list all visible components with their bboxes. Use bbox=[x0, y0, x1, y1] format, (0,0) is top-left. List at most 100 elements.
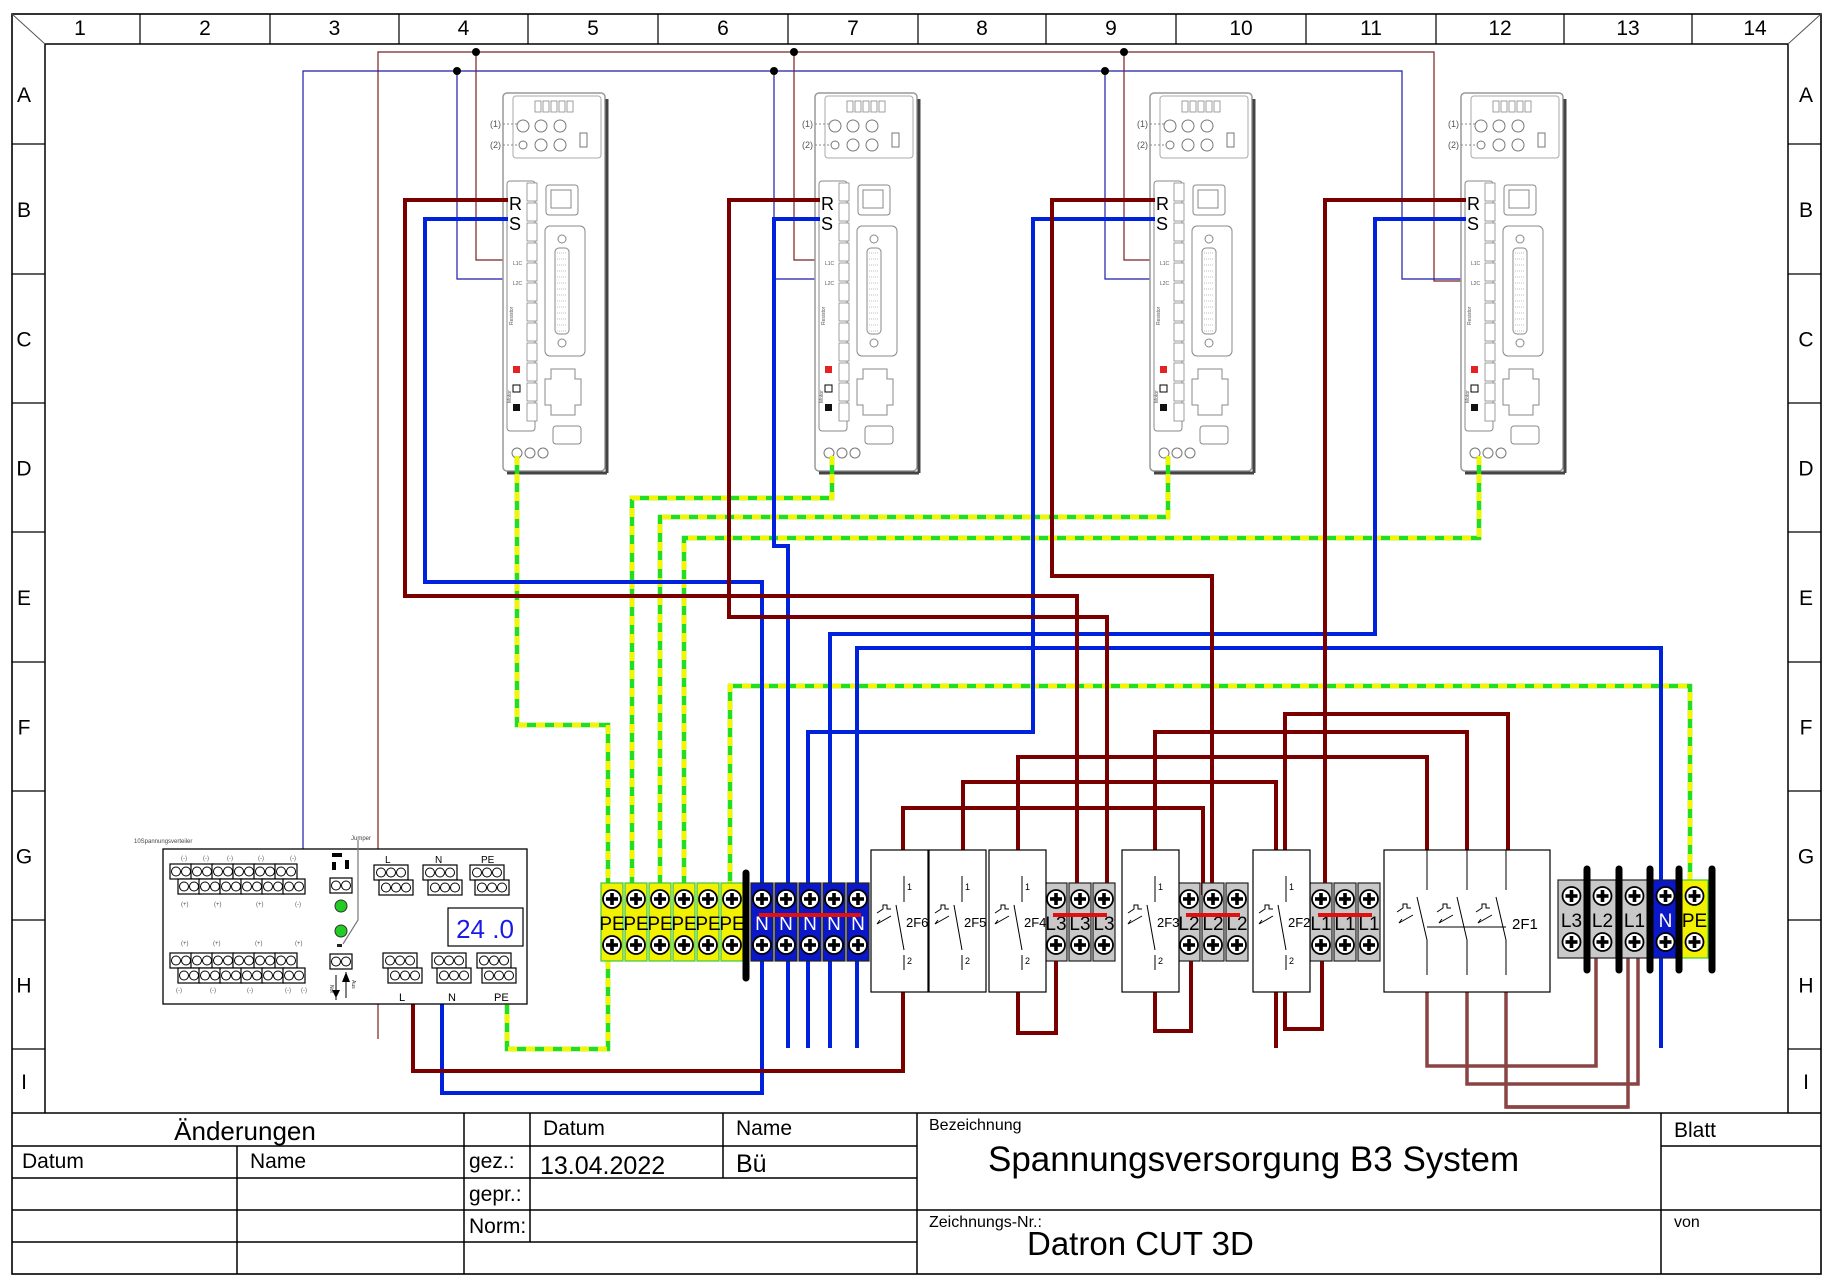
drive-button[interactable] bbox=[1200, 138, 1214, 152]
psu-l-wire[interactable] bbox=[411, 960, 905, 1073]
2f4-output-wire[interactable] bbox=[1016, 960, 1058, 1035]
drive-button[interactable] bbox=[534, 138, 548, 152]
drive1-l2c-wire[interactable] bbox=[456, 71, 508, 280]
main-terminal[interactable]: N bbox=[1651, 879, 1680, 959]
drive2-l-wire[interactable] bbox=[727, 198, 1109, 895]
drive4-l-wire[interactable] bbox=[1323, 198, 1466, 895]
terminal[interactable]: L1 bbox=[1357, 882, 1381, 962]
drive-button[interactable] bbox=[553, 138, 567, 152]
screw-icon bbox=[1655, 886, 1676, 906]
drive2-pe-wire[interactable] bbox=[629, 456, 835, 890]
screw-icon bbox=[1359, 889, 1379, 909]
terminal[interactable]: PE bbox=[647, 882, 673, 962]
l2c-label: L2C bbox=[825, 281, 835, 287]
breaker-2f1[interactable]: 2F1 bbox=[1383, 849, 1551, 993]
drive-button[interactable] bbox=[553, 119, 567, 133]
terminal[interactable]: PE bbox=[623, 882, 649, 962]
drive4-n-wire[interactable] bbox=[828, 217, 1466, 1048]
terminal[interactable]: L3 bbox=[1068, 882, 1092, 962]
drive-button[interactable] bbox=[865, 138, 879, 152]
drive-button[interactable] bbox=[1474, 119, 1488, 133]
2f2-feed-wire[interactable] bbox=[1283, 712, 1510, 895]
control-bus-l-wire[interactable] bbox=[377, 51, 1461, 1039]
drive-button[interactable] bbox=[534, 119, 548, 133]
drive-button[interactable] bbox=[846, 138, 860, 152]
drive3-n-wire[interactable] bbox=[806, 217, 1155, 1048]
psu-bottom-l-label: L bbox=[399, 992, 405, 1004]
2f3-output-wire[interactable] bbox=[1153, 960, 1193, 1033]
main-l1-wire-b[interactable] bbox=[1506, 955, 1630, 1109]
terminal[interactable]: PE bbox=[671, 882, 697, 962]
drive-button[interactable] bbox=[1511, 119, 1525, 133]
motor-u-marker bbox=[513, 366, 520, 373]
terminal[interactable]: L1 bbox=[1333, 882, 1357, 962]
terminal[interactable]: L3 bbox=[1092, 882, 1116, 962]
terminal[interactable]: N bbox=[822, 882, 846, 962]
drive2-n-wire[interactable] bbox=[772, 217, 820, 1048]
terminal[interactable]: N bbox=[798, 882, 822, 962]
main-l1-wire[interactable] bbox=[1504, 990, 1628, 1109]
drive1-n-wire[interactable] bbox=[423, 217, 764, 1048]
drive1-l-wire[interactable] bbox=[403, 198, 1079, 895]
psu-n-wire[interactable] bbox=[440, 955, 764, 1095]
terminal[interactable]: N bbox=[750, 882, 774, 962]
drive-button[interactable] bbox=[1181, 119, 1195, 133]
terminal[interactable]: L2 bbox=[1201, 882, 1225, 962]
main-l2-wire[interactable] bbox=[1465, 955, 1640, 1086]
terminal[interactable]: L2 bbox=[1177, 882, 1201, 962]
screw-icon bbox=[1094, 889, 1114, 909]
2f3-feed-wire[interactable] bbox=[1153, 730, 1469, 895]
terminal[interactable]: L3 bbox=[1044, 882, 1068, 962]
drive4-pe-wire[interactable] bbox=[681, 456, 1482, 890]
drive1-pe-wire[interactable] bbox=[514, 456, 611, 890]
drive1-l1c-wire[interactable] bbox=[475, 52, 508, 261]
terminal-label: L1 bbox=[1334, 914, 1355, 935]
main-l3-wire[interactable] bbox=[1425, 955, 1598, 1068]
drive3-l-wire[interactable] bbox=[1050, 198, 1214, 895]
main-terminal[interactable]: L3 bbox=[1557, 879, 1586, 959]
drive-button[interactable] bbox=[1200, 119, 1214, 133]
main-terminal[interactable]: L1 bbox=[1620, 879, 1649, 959]
drive-button[interactable] bbox=[828, 119, 842, 133]
drive-button[interactable] bbox=[1492, 138, 1506, 152]
terminal[interactable]: L1 bbox=[1309, 882, 1333, 962]
drive-button[interactable] bbox=[846, 119, 860, 133]
drive2-l1c-wire[interactable] bbox=[793, 52, 820, 261]
drive-button[interactable] bbox=[1492, 119, 1506, 133]
drive3-l1c-wire[interactable] bbox=[1123, 52, 1155, 261]
polarity-label: (+) bbox=[181, 941, 189, 947]
terminal[interactable]: PE bbox=[599, 882, 625, 962]
main-n-wire[interactable] bbox=[855, 646, 1663, 1048]
drive-button[interactable] bbox=[865, 119, 879, 133]
drive-button[interactable] bbox=[1163, 119, 1177, 133]
terminal[interactable]: PE bbox=[695, 882, 721, 962]
terminal[interactable]: PE bbox=[719, 882, 745, 962]
psu-pe-wire[interactable] bbox=[504, 960, 611, 1052]
drive-button[interactable] bbox=[1511, 138, 1525, 152]
2f2-output-wire[interactable] bbox=[1283, 960, 1324, 1031]
junction-dot bbox=[1101, 67, 1109, 75]
drive3-l2c-wire[interactable] bbox=[1104, 71, 1155, 280]
2f4-feed-wire[interactable] bbox=[1016, 755, 1429, 895]
terminal-label: PE bbox=[623, 914, 648, 935]
main-terminal[interactable]: L2 bbox=[1588, 879, 1617, 959]
drive-button[interactable] bbox=[1181, 138, 1195, 152]
terminal[interactable]: L2 bbox=[1225, 882, 1249, 962]
terminal[interactable]: N bbox=[774, 882, 798, 962]
main-terminal[interactable]: PE bbox=[1680, 879, 1709, 959]
terminal[interactable]: N bbox=[846, 882, 870, 962]
drive3-pe-wire[interactable] bbox=[657, 456, 1171, 890]
drive2-l2c-wire[interactable] bbox=[773, 71, 820, 280]
drive-button[interactable] bbox=[516, 119, 530, 133]
display-digit bbox=[1197, 100, 1205, 113]
